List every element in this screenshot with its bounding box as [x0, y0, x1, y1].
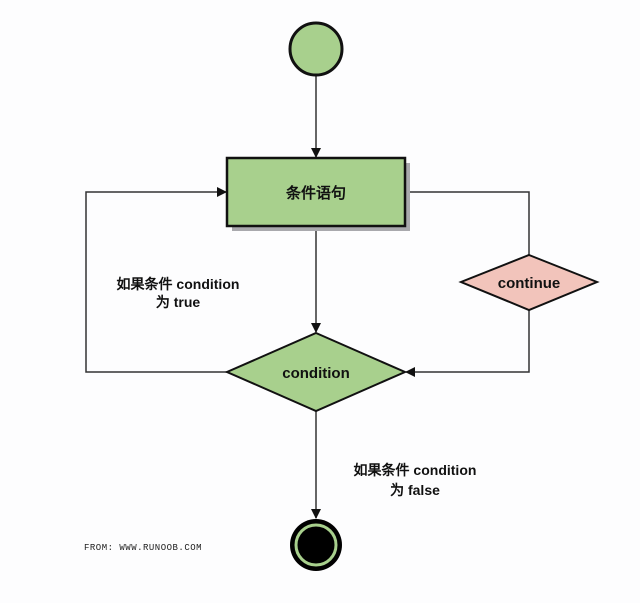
- start-node: [288, 21, 344, 77]
- source-credit: FROM: WWW.RUNOOB.COM: [84, 543, 202, 553]
- true-label-line2: 为 true: [156, 294, 201, 310]
- continue-label: continue: [498, 275, 561, 292]
- end-node-ring: [294, 523, 338, 567]
- false-label-line1: 如果条件 condition: [354, 462, 477, 478]
- edge-statement-to-continue: [406, 191, 530, 255]
- statement-label: 条件语句: [285, 184, 346, 202]
- condition-label: condition: [282, 365, 350, 382]
- true-label-line1: 如果条件 condition: [117, 276, 240, 292]
- edge-continue-to-condition: [405, 310, 530, 377]
- condition-node: [224, 331, 408, 413]
- continue-node: [458, 253, 600, 312]
- statement-node: [225, 156, 407, 228]
- edge-true-loop: [85, 187, 227, 373]
- false-label-line2: 为 false: [390, 482, 440, 498]
- end-node-outer: [290, 519, 342, 571]
